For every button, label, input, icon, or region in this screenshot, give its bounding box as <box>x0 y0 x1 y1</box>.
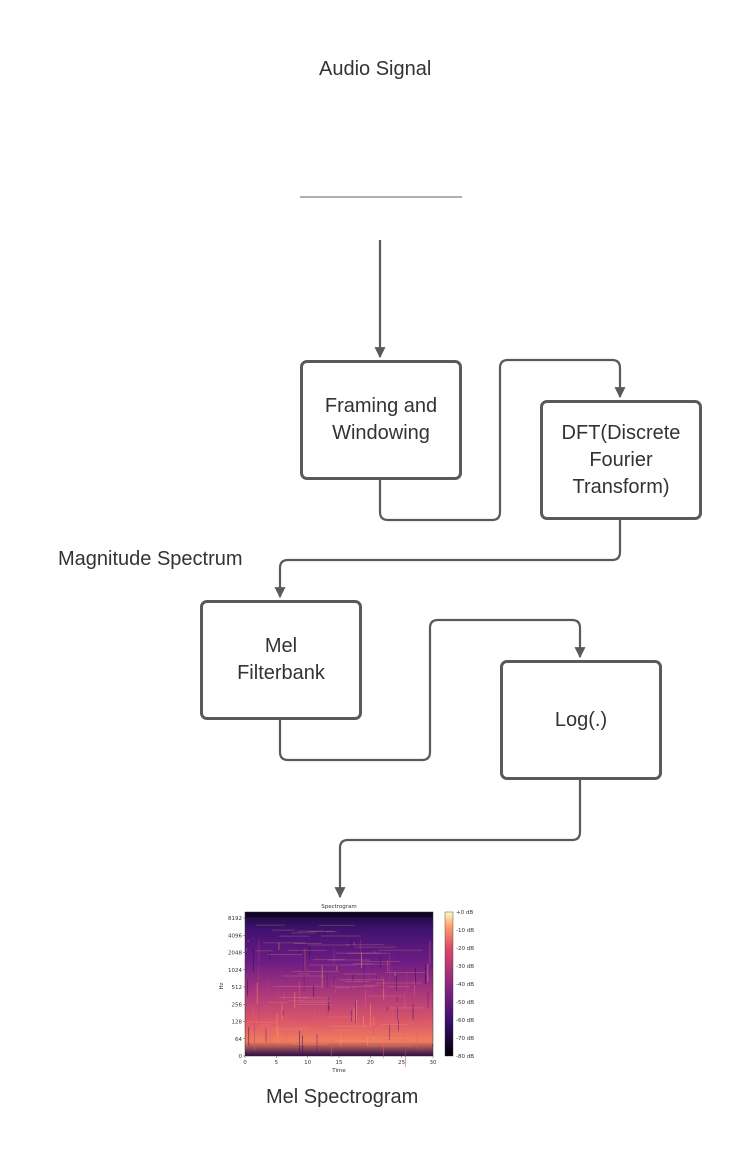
framing-line-1: Framing and <box>324 395 438 417</box>
framing-line-2: Windowing <box>332 422 430 444</box>
spectrogram-xtick: 25 <box>398 1060 405 1066</box>
spectrogram-ytick: 128 <box>232 1020 243 1026</box>
spectrogram-ytick: 0 <box>239 1054 243 1060</box>
colorbar-tick: -20 dB <box>456 946 474 952</box>
spectrogram-xtick: 20 <box>367 1060 374 1066</box>
colorbar-tick: -30 dB <box>456 964 474 970</box>
magnitude-spectrum-label: Magnitude Spectrum <box>58 548 243 570</box>
spectrogram-xtick: 15 <box>336 1060 343 1066</box>
spectrogram-xtick: 0 <box>243 1060 247 1066</box>
colorbar-tick: -70 dB <box>456 1036 474 1042</box>
mel-spectrogram-label: Mel Spectrogram <box>266 1086 419 1108</box>
log-line-1: Log(.) <box>554 708 608 731</box>
dft-line-3: Transform) <box>572 475 670 498</box>
audio-signal-label: Audio Signal <box>319 58 432 80</box>
spectrogram-title: Spectrogram <box>321 904 357 910</box>
spectrogram-ytick: 256 <box>232 1002 243 1008</box>
dft-line-2: Fourier <box>589 448 653 471</box>
spectrogram-colorbar <box>444 911 454 1057</box>
arrow-dft-to-mel <box>274 520 622 599</box>
arrow-mel-to-log <box>278 618 586 762</box>
colorbar-tick: -50 dB <box>456 1000 474 1006</box>
spectrogram-ytick: 2048 <box>228 951 242 957</box>
colorbar-tick: -10 dB <box>456 928 474 934</box>
framing-windowing-box: Framing and Windowing <box>300 360 462 480</box>
spectrogram-xtick: 5 <box>275 1060 279 1066</box>
mel-filterbank-box: Mel Filterbank <box>200 600 362 720</box>
dft-line-1: DFT(Discrete <box>561 421 681 444</box>
dft-box: DFT(Discrete Fourier Transform) <box>540 400 702 520</box>
audio-waveform-image <box>240 131 522 236</box>
colorbar-tick: -40 dB <box>456 982 474 988</box>
spectrogram-ytick: 512 <box>232 985 243 991</box>
mel-line-1: Mel <box>264 635 298 657</box>
mel-line-2: Filterbank <box>237 662 325 684</box>
spectrogram-ylabel: Hz <box>219 982 225 989</box>
spectrogram-ytick: 1024 <box>228 968 242 974</box>
spectrogram-xtick: 30 <box>430 1060 437 1066</box>
colorbar-tick: -60 dB <box>456 1018 474 1024</box>
spectrogram-xtick: 10 <box>304 1060 311 1066</box>
mel-spectrogram-image: Spectrogram 8192 4096 2048 1024 512 256 128 64 0… <box>219 904 474 1074</box>
spectrogram-xlabel: Time <box>331 1068 346 1074</box>
spectrogram-ytick: 4096 <box>228 933 242 939</box>
arrow-framing-to-dft <box>378 358 626 522</box>
colorbar-tick: +0 dB <box>456 910 473 916</box>
spectrogram-ytick: 8192 <box>228 916 242 922</box>
arrow-log-to-spectrogram <box>334 780 582 899</box>
log-box: Log(.) <box>500 660 662 780</box>
spectrogram-ytick: 64 <box>235 1037 242 1043</box>
colorbar-tick: -80 dB <box>456 1054 474 1060</box>
